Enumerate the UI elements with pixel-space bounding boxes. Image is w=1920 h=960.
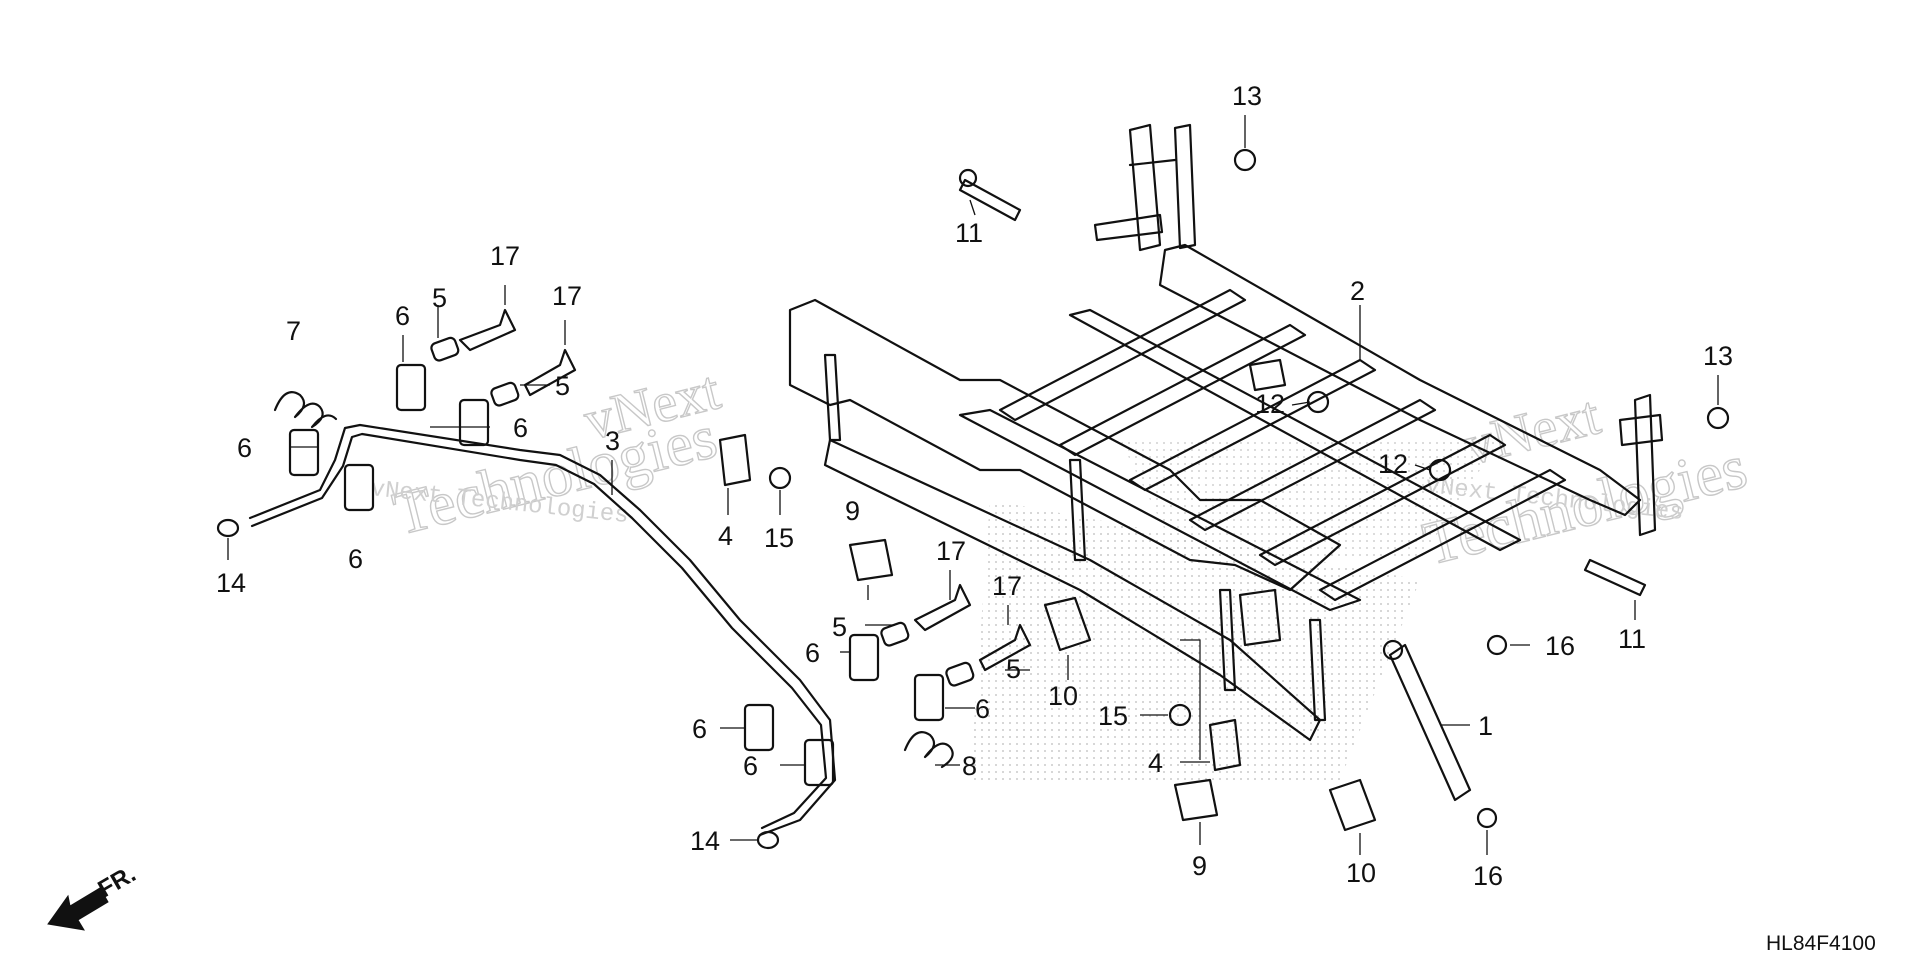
callout-5-a: 5 xyxy=(432,283,447,313)
callout-6-g: 6 xyxy=(692,714,707,744)
callout-15-upper: 15 xyxy=(764,523,794,553)
callout-16-right: 16 xyxy=(1545,631,1575,661)
callout-15-lower: 15 xyxy=(1098,701,1128,731)
callout-2: 2 xyxy=(1350,276,1365,306)
callout-6-a: 6 xyxy=(395,301,410,331)
callout-6-e: 6 xyxy=(805,638,820,668)
callout-6-f: 6 xyxy=(975,694,990,724)
diagram-code: HL84F4100 xyxy=(1766,932,1876,955)
callout-14-upper: 14 xyxy=(216,568,246,598)
hardware xyxy=(216,148,1730,850)
callout-6-b: 6 xyxy=(513,413,528,443)
strut-part-1 xyxy=(1382,639,1472,802)
callout-12-lower: 12 xyxy=(1378,449,1408,479)
callout-13-top: 13 xyxy=(1232,81,1262,111)
callout-4-upper: 4 xyxy=(718,521,733,551)
callout-5-b: 5 xyxy=(555,371,570,401)
callout-6-h: 6 xyxy=(743,751,758,781)
callout-4-lower: 4 xyxy=(1148,748,1163,778)
callout-17-d: 17 xyxy=(992,571,1022,601)
callout-1: 1 xyxy=(1478,711,1493,741)
watermark-text: vNext xyxy=(1458,384,1606,477)
front-arrow-icon xyxy=(47,887,109,931)
callout-16-bottom: 16 xyxy=(1473,861,1503,891)
callout-10-upper: 10 xyxy=(1048,681,1078,711)
callout-3: 3 xyxy=(605,426,620,456)
callout-5-d: 5 xyxy=(1006,654,1021,684)
callout-10-lower: 10 xyxy=(1346,858,1376,888)
callout-labels: 13 11 2 13 12 12 11 16 1 16 17 17 7 6 5 … xyxy=(216,81,1733,891)
callout-9-lower: 9 xyxy=(1192,851,1207,881)
callout-8: 8 xyxy=(962,751,977,781)
main-frame xyxy=(788,123,1664,760)
callout-17-a: 17 xyxy=(490,241,520,271)
callout-7: 7 xyxy=(286,316,301,346)
callout-14-lower: 14 xyxy=(690,826,720,856)
leader-lines xyxy=(227,115,1719,855)
callout-11-right: 11 xyxy=(1618,624,1646,654)
callout-13-right: 13 xyxy=(1703,341,1733,371)
watermark: Technologies vNext Technologies vNext vN… xyxy=(369,359,1754,780)
callout-11-top: 11 xyxy=(955,218,983,248)
callout-5-c: 5 xyxy=(832,612,847,642)
callout-12-upper: 12 xyxy=(1255,389,1285,419)
front-direction-marker: FR. xyxy=(47,860,140,931)
callout-17-b: 17 xyxy=(552,281,582,311)
callout-17-c: 17 xyxy=(936,536,966,566)
callout-9-upper: 9 xyxy=(845,496,860,526)
callout-6-d: 6 xyxy=(348,544,363,574)
callout-6-c: 6 xyxy=(237,433,252,463)
